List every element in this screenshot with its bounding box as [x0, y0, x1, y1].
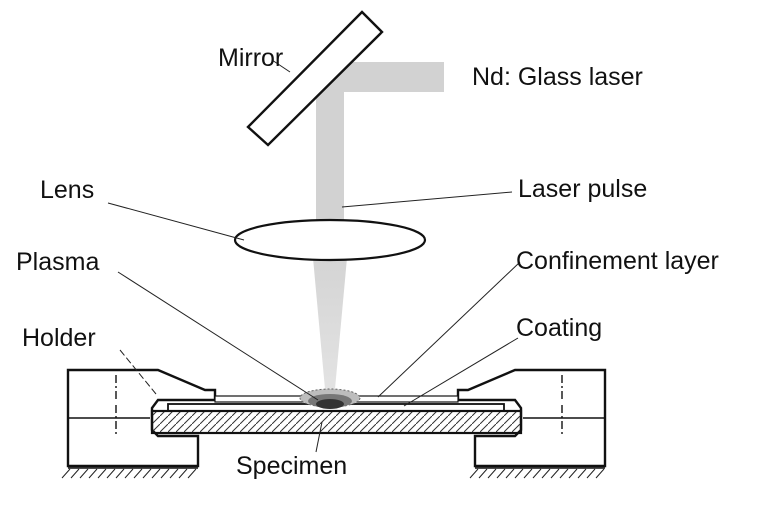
- label-coating: Coating: [516, 314, 602, 342]
- focused-beam-cone: [313, 258, 347, 400]
- ground-hatch-tick: [70, 468, 80, 479]
- ground-hatch-tick: [169, 468, 179, 479]
- specimen-shape: [150, 409, 523, 435]
- ground-hatch-tick: [541, 468, 551, 479]
- label-lens: Lens: [40, 176, 94, 204]
- label-laser: Nd: Glass laser: [472, 63, 643, 91]
- base-hatching-right: [469, 467, 605, 479]
- holder-left: [66, 368, 217, 468]
- mirror: [246, 10, 384, 147]
- ground-hatch-tick: [79, 468, 89, 479]
- plasma: [299, 388, 361, 409]
- ground-hatch-tick: [97, 468, 107, 479]
- ground-hatch-tick: [106, 468, 116, 479]
- ground-hatch-tick: [550, 468, 560, 479]
- leader-mirror: [271, 59, 291, 73]
- lens-shape: [233, 218, 427, 262]
- ground-hatch-tick: [586, 468, 596, 479]
- ground-hatch-tick: [514, 468, 524, 479]
- base-hatching-left: [61, 467, 198, 479]
- label-holder: Holder: [22, 324, 96, 352]
- leader-plasma: [117, 271, 319, 401]
- label-laser-pulse: Laser pulse: [518, 175, 647, 203]
- ground-hatch-tick: [577, 468, 587, 479]
- label-mirror: Mirror: [218, 44, 283, 72]
- ground-hatch-tick: [469, 468, 479, 479]
- leader-lens: [107, 202, 245, 241]
- label-confinement-layer: Confinement layer: [516, 247, 719, 275]
- ground-hatch-tick: [88, 468, 98, 479]
- ground-hatch-tick: [496, 468, 506, 479]
- label-plasma: Plasma: [16, 248, 99, 276]
- leader-coating: [403, 337, 519, 407]
- ground-hatch-tick: [487, 468, 497, 479]
- ground-hatch-tick: [505, 468, 515, 479]
- ground-hatch-tick: [61, 468, 71, 479]
- ground-hatch-tick: [151, 468, 161, 479]
- leader-lines: [107, 59, 521, 453]
- ground-hatch-tick: [124, 468, 134, 479]
- mirror-plate: [246, 10, 384, 147]
- ground-hatch-tick: [595, 468, 605, 479]
- ground-hatch-tick: [532, 468, 542, 479]
- ground-hatch-tick: [568, 468, 578, 479]
- ground-hatch-tick: [142, 468, 152, 479]
- ground-hatch-tick: [478, 468, 488, 479]
- leader-specimen: [315, 421, 323, 453]
- ground-hatch-tick: [523, 468, 533, 479]
- holder-right: [456, 368, 607, 468]
- ground-hatch-tick: [178, 468, 188, 479]
- ground-hatch-tick: [133, 468, 143, 479]
- ground-hatch-tick: [559, 468, 569, 479]
- label-specimen: Specimen: [236, 452, 347, 480]
- leader-confinement: [377, 261, 521, 398]
- ground-hatch-tick: [160, 468, 170, 479]
- ground-hatch-tick: [187, 468, 197, 479]
- ground-hatch-tick: [115, 468, 125, 479]
- leader-laser-pulse: [341, 191, 513, 208]
